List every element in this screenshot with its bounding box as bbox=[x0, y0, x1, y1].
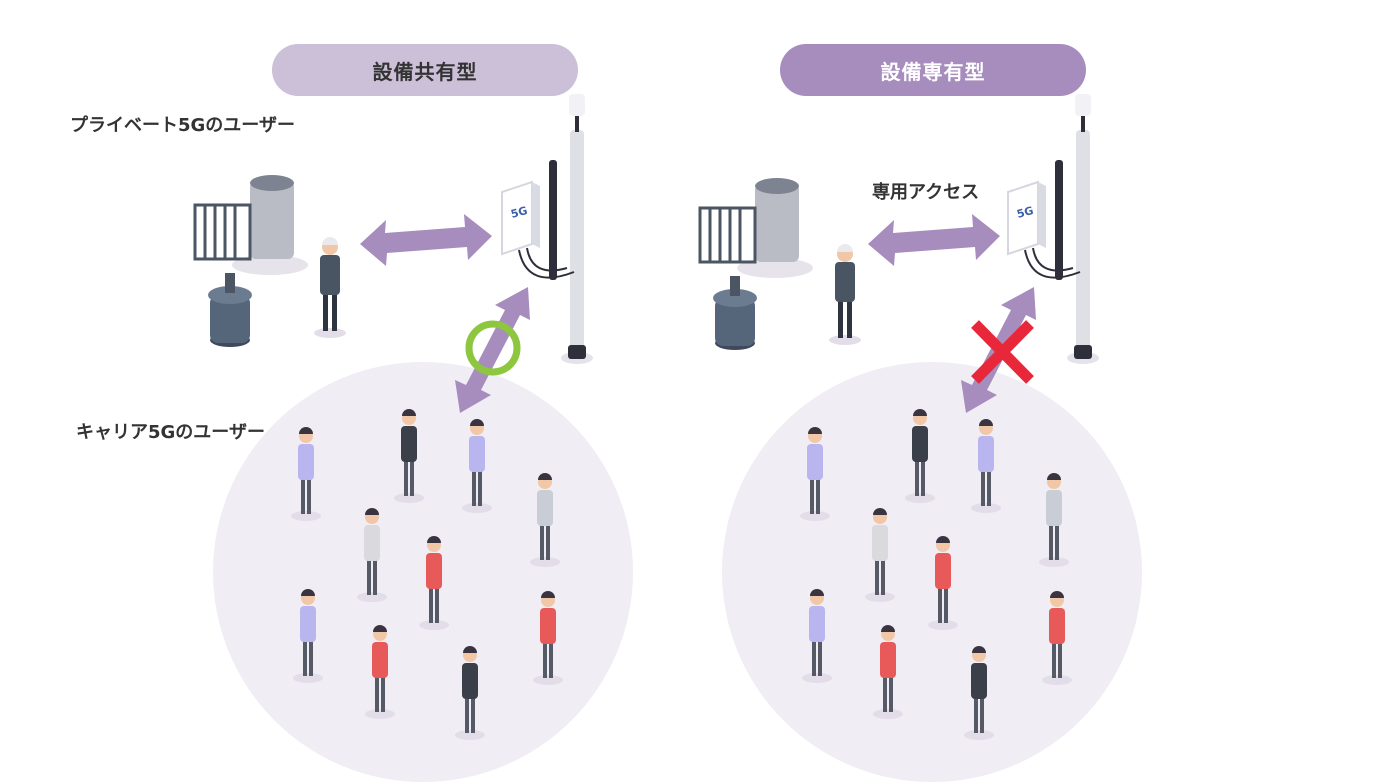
ok-mark-icon bbox=[465, 320, 521, 376]
dedicated-access-label: 専用アクセス bbox=[872, 182, 980, 203]
shared-panel: 5G bbox=[193, 93, 633, 782]
cell-tower-illustration bbox=[501, 93, 594, 365]
cell-tower-illustration bbox=[1007, 93, 1100, 365]
carrier-crowd-circle bbox=[213, 362, 633, 782]
antenna-label: 5G bbox=[1015, 204, 1034, 221]
factory-equipment-illustration bbox=[698, 176, 815, 352]
private-users-label: プライベート5Gのユーザー bbox=[70, 115, 295, 136]
antenna-label: 5G bbox=[509, 204, 528, 221]
worker-illustration bbox=[314, 237, 346, 338]
shared-type-title: 設備共有型 bbox=[272, 44, 578, 96]
private-access-arrow bbox=[360, 214, 492, 266]
deny-mark-icon bbox=[971, 320, 1034, 384]
carrier-crowd-circle bbox=[722, 362, 1142, 782]
worker-illustration bbox=[829, 244, 861, 345]
carrier-access-arrow bbox=[455, 287, 530, 413]
dedicated-access-arrow bbox=[868, 214, 1000, 266]
factory-equipment-illustration bbox=[193, 173, 310, 349]
carrier-users-label: キャリア5Gのユーザー bbox=[76, 422, 265, 443]
dedicated-panel: 5G bbox=[698, 93, 1142, 782]
dedicated-type-title: 設備専有型 bbox=[780, 44, 1086, 96]
